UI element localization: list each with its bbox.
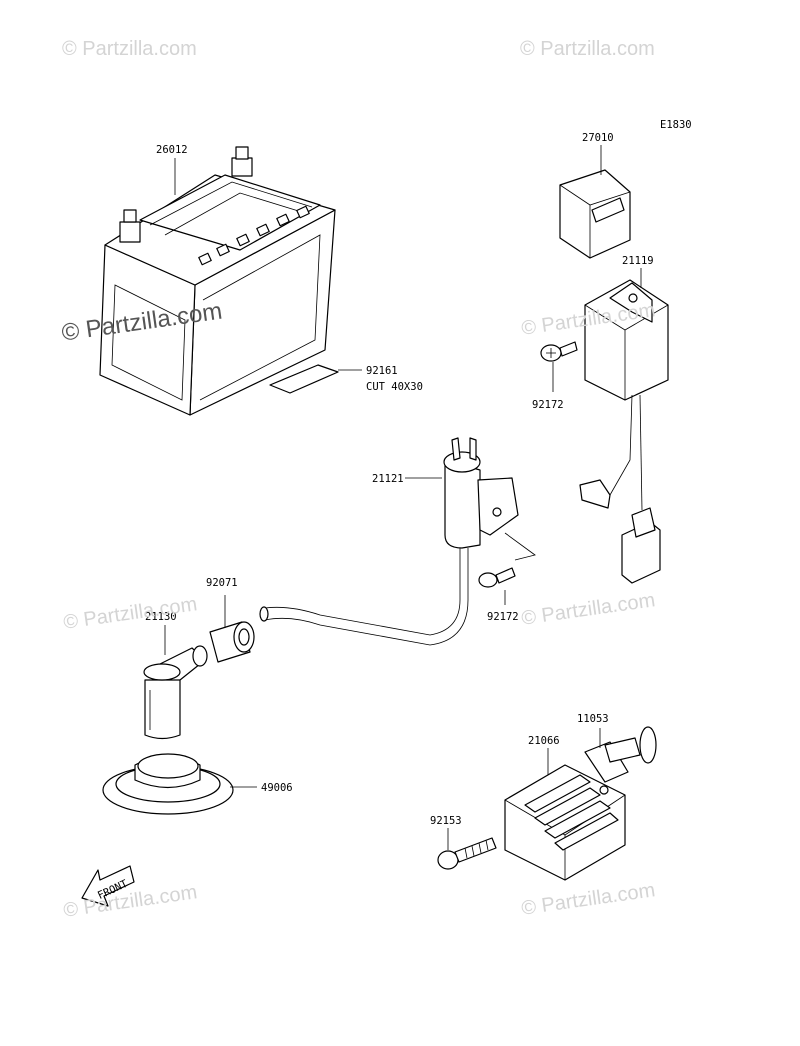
watermark-top-left: © Partzilla.com <box>62 38 197 60</box>
screw-coil[interactable] <box>478 532 536 605</box>
diagram-code: E1830 <box>660 119 692 131</box>
watermark-top-right: © Partzilla.com <box>520 38 655 60</box>
battery-pad[interactable] <box>269 364 362 394</box>
ignition-coil[interactable] <box>259 437 519 646</box>
callout-relay[interactable]: 27010 <box>582 132 614 144</box>
callout-bolt[interactable]: 92153 <box>430 815 462 827</box>
callout-plug-cap[interactable]: 21130 <box>145 611 177 623</box>
igniter[interactable] <box>579 268 669 584</box>
callout-ignition-coil[interactable]: 21121 <box>372 473 404 485</box>
callout-igniter[interactable]: 21119 <box>622 255 654 267</box>
callout-pad-note: CUT 40X30 <box>366 381 423 393</box>
callout-screw-coil[interactable]: 92172 <box>487 611 519 623</box>
callout-grommet[interactable]: 49006 <box>261 782 293 794</box>
spark-plug-cap[interactable] <box>143 625 208 740</box>
battery-vent-caps <box>198 205 310 266</box>
grommet[interactable] <box>102 753 257 815</box>
callout-battery[interactable]: 26012 <box>156 144 188 156</box>
battery-terminal-left <box>119 209 141 243</box>
battery-terminal-right <box>231 146 253 177</box>
bolt[interactable] <box>437 828 497 870</box>
callout-cap-ring[interactable]: 92071 <box>206 577 238 589</box>
callout-regulator[interactable]: 21066 <box>528 735 560 747</box>
screw-right[interactable] <box>540 341 578 392</box>
callout-screw-right[interactable]: 92172 <box>532 399 564 411</box>
relay[interactable] <box>559 145 631 259</box>
regulator[interactable] <box>504 748 626 881</box>
bracket[interactable] <box>584 726 657 783</box>
front-arrow-icon <box>81 865 135 907</box>
cap-ring[interactable] <box>209 595 255 663</box>
battery[interactable] <box>99 146 336 416</box>
callout-pad-number[interactable]: 92161 <box>366 365 398 377</box>
callout-bracket[interactable]: 11053 <box>577 713 609 725</box>
